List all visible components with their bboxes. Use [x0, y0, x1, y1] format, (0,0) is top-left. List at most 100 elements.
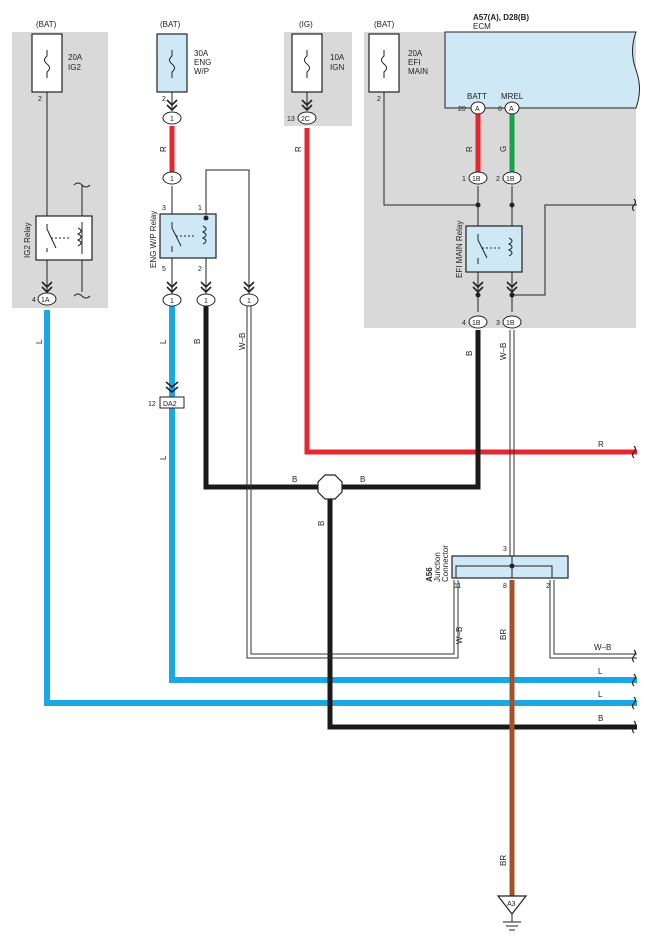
relay-ig2 [35, 215, 93, 261]
connector-ovals [37, 101, 522, 329]
pin-number: 2 [38, 96, 42, 103]
wire-label: W–B [499, 343, 508, 360]
ecm-pin-mrel: MREL [501, 92, 524, 101]
connector-da2-box [159, 396, 185, 409]
connector-da2-label: DA2 [163, 401, 177, 408]
connector-label: 1 [170, 298, 174, 305]
wire-r-ign [304, 128, 637, 455]
fuse-ign-rating: 10A [330, 53, 345, 62]
ground-label: A3 [507, 901, 516, 908]
wire-label: W–B [238, 333, 247, 350]
junction-ref: A56 [425, 567, 434, 582]
wire-l-ig2 [44, 310, 637, 706]
pin-number: 4 [32, 297, 36, 304]
connector-label: 1B [506, 320, 515, 327]
fuse-ign [291, 33, 323, 93]
connector-label: A [509, 106, 514, 113]
fuse-ign-name: IGN [330, 63, 344, 72]
relay-ig2-label: IG2 Relay [23, 222, 32, 258]
arrow-marks [41, 99, 518, 394]
wire-label: L [598, 667, 603, 676]
wire-b-bottom [327, 487, 637, 730]
power-label-ign: (IG) [299, 20, 313, 29]
wire-label: B [360, 475, 365, 484]
junction-name2: Connector [441, 545, 450, 582]
pin-number: 20 [458, 106, 466, 113]
wire-label: R [294, 146, 303, 152]
pin-number: 3 [162, 205, 166, 212]
junction-dots [203, 202, 515, 298]
relay-efimain-label: EFI MAIN Relay [455, 221, 464, 278]
connector-label: 1B [472, 176, 481, 183]
ecm-box [444, 31, 640, 109]
connector-label: 1B [506, 176, 515, 183]
wire-label: R [598, 440, 604, 449]
connector-label: A [475, 106, 480, 113]
wire-l-engwp [169, 306, 637, 683]
connector-label: 1 [247, 298, 251, 305]
ecm-ref: A57(A), D28(B) [473, 13, 529, 22]
wire-label: G [499, 146, 508, 152]
pin-number: 1 [198, 205, 202, 212]
pin-number: 2 [162, 96, 166, 103]
wire-label: B [317, 521, 326, 526]
junction-dot [509, 563, 515, 569]
fuse-efimain [368, 33, 400, 93]
fuse-efimain-rating: 20A [408, 49, 423, 58]
power-label-engwp: (BAT) [160, 20, 181, 29]
connector-label: 2C [301, 116, 310, 123]
wire-b-efi [330, 330, 481, 490]
power-label-efimain: (BAT) [374, 20, 395, 29]
pin-number: 2 [198, 266, 202, 273]
wire-label: B [193, 339, 202, 344]
pin-number: 8 [503, 583, 507, 590]
relay-engwp [159, 213, 217, 259]
power-label-ig2: (BAT) [36, 20, 57, 29]
fuse-efimain-name2: MAIN [408, 67, 428, 76]
fuse-engwp [156, 33, 188, 93]
pin-number: 11 [454, 583, 461, 590]
junction-name1: Junction [433, 552, 442, 582]
wire-wb-left [246, 306, 459, 659]
connector-label: 1 [170, 176, 174, 183]
fuse-engwp-name1: ENG [194, 58, 211, 67]
wire-label: B [465, 351, 474, 356]
fuse-efimain-name1: EFI [408, 58, 420, 67]
wire-label: R [159, 146, 168, 152]
wire-label: L [159, 455, 168, 460]
wire-label: R [465, 146, 474, 152]
relay-engwp-label: ENG W/P Relay [149, 211, 158, 268]
pin-number: 4 [462, 320, 466, 327]
fuse-ig2-name: IG2 [68, 63, 81, 72]
pin-number: 2 [377, 96, 381, 103]
fuse-ig2 [31, 33, 63, 93]
relay-efimain [465, 225, 523, 273]
pin-number: 2 [546, 583, 550, 590]
wire-b-engwp [203, 306, 330, 490]
fuse-ig2-rating: 20A [68, 53, 83, 62]
wire-label: B [292, 475, 297, 484]
wire-label: L [598, 690, 603, 699]
break-marks [73, 182, 91, 299]
ecm-pin-batt: BATT [467, 92, 487, 101]
pin-number: 3 [496, 320, 500, 327]
wire-label: W–B [594, 643, 611, 652]
wire-end-marks [631, 198, 637, 734]
wire-label: BR [499, 855, 508, 866]
fuse-engwp-rating: 30A [194, 49, 209, 58]
connector-label: 1B [472, 320, 481, 327]
splice-octagon [317, 474, 343, 500]
pin-number: 1 [462, 176, 466, 183]
wire-label: L [35, 339, 44, 344]
wire-label: B [598, 714, 603, 723]
pin-number: 3 [503, 546, 507, 553]
pin-number: 2 [496, 176, 500, 183]
fuse-engwp-name2: W/P [194, 67, 209, 76]
connector-label: 1 [170, 116, 174, 123]
pin-number: 12 [148, 401, 156, 408]
ecm-name: ECM [473, 22, 491, 31]
wire-wb-right [549, 580, 637, 659]
pin-number: 13 [287, 116, 295, 123]
wire-label: L [159, 339, 168, 344]
